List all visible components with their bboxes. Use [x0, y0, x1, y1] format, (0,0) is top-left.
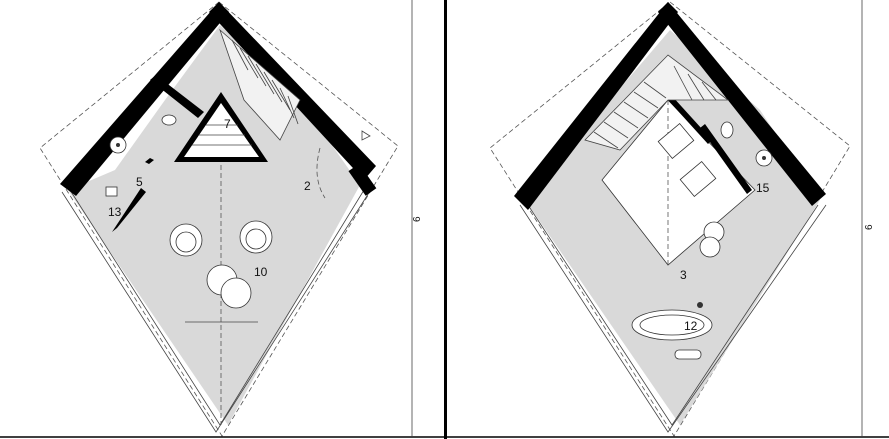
left-arrow-icon: [361, 130, 371, 141]
right-mat: [674, 349, 702, 360]
right-roof-outline: [489, 1, 851, 437]
right-bathtub: [631, 302, 713, 341]
left-floor-plan: 7 5 13 2 10 6: [39, 0, 423, 437]
left-table-2: [220, 277, 252, 309]
label-room-15: 15: [756, 181, 770, 195]
label-room-3: 3: [680, 268, 687, 282]
left-staircase: [219, 28, 301, 141]
left-lower-wall-lines: [61, 187, 373, 433]
left-partition-wall: [150, 75, 204, 118]
left-bath-wall: [145, 158, 154, 164]
right-pillow-1: [657, 123, 695, 159]
right-partition-wall: [668, 96, 712, 144]
left-wc-wall: [112, 188, 146, 232]
right-roof-wall-left: [514, 2, 678, 210]
right-stool-2: [699, 236, 721, 258]
label-room-5: 5: [136, 175, 143, 189]
label-room-12: 12: [684, 319, 698, 333]
left-armchair-1: [169, 223, 203, 257]
label-room-10: 10: [254, 265, 268, 279]
left-roof-outline: [39, 1, 399, 437]
right-sink-drain-icon: [762, 156, 766, 160]
left-roof-wall-left: [60, 2, 229, 196]
left-stair-void: [184, 103, 259, 157]
left-roof-wall-right: [209, 2, 376, 180]
right-staircase: [584, 54, 730, 151]
left-stair-void-hatch: [192, 124, 252, 146]
right-dimension-label: 6: [864, 224, 875, 230]
label-room-7: 7: [224, 117, 231, 131]
right-floor-plan: 15 3 12 6: [489, 0, 875, 437]
left-lower-wall-lines-inner: [69, 189, 365, 426]
left-door-swing: [316, 147, 326, 199]
right-lower-wall-lines-inner: [527, 204, 819, 426]
right-toilet-icon: [720, 121, 734, 139]
right-pillow-2: [679, 161, 717, 197]
left-toilet-icon: [161, 114, 177, 126]
label-room-2: 2: [304, 179, 311, 193]
left-sink-drain-icon: [116, 143, 120, 147]
left-shower-icon: [105, 186, 118, 197]
left-dimension-label: 6: [412, 216, 423, 222]
left-floor-area: [68, 25, 360, 425]
right-bath-wall: [700, 124, 752, 194]
plan-divider: [444, 0, 447, 439]
label-room-13: 13: [108, 205, 122, 219]
left-wall-stub: [348, 163, 377, 196]
right-roof-wall-right: [658, 2, 826, 206]
left-armchair-2: [239, 220, 273, 254]
right-lower-wall-lines: [519, 204, 827, 433]
